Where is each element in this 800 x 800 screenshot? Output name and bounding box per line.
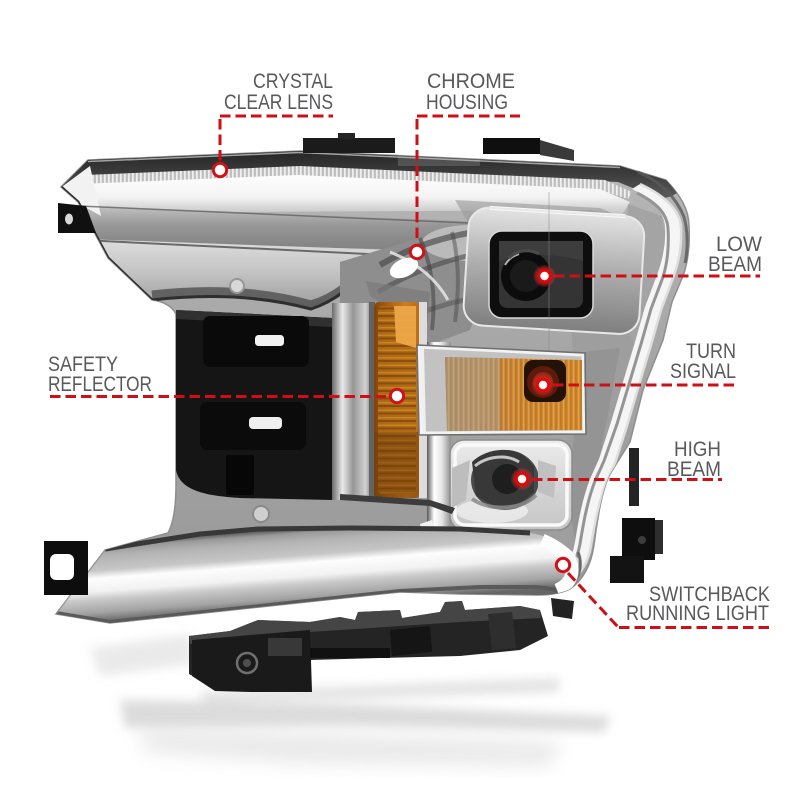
svg-text:SIGNAL: SIGNAL xyxy=(670,360,736,383)
svg-text:REFLECTOR: REFLECTOR xyxy=(48,373,152,396)
svg-text:BEAM: BEAM xyxy=(667,458,721,481)
svg-text:RUNNING LIGHT: RUNNING LIGHT xyxy=(626,602,769,625)
svg-text:SWITCHBACK: SWITCHBACK xyxy=(649,583,770,606)
svg-text:CHROME: CHROME xyxy=(427,70,515,93)
svg-text:CLEAR LENS: CLEAR LENS xyxy=(224,91,333,114)
svg-text:CRYSTAL: CRYSTAL xyxy=(253,70,333,93)
svg-text:LOW: LOW xyxy=(716,233,762,256)
svg-text:TURN: TURN xyxy=(686,340,736,363)
svg-text:BEAM: BEAM xyxy=(708,253,762,276)
svg-text:HOUSING: HOUSING xyxy=(426,91,508,114)
svg-text:HIGH: HIGH xyxy=(674,438,721,461)
svg-text:SAFETY: SAFETY xyxy=(48,353,118,376)
